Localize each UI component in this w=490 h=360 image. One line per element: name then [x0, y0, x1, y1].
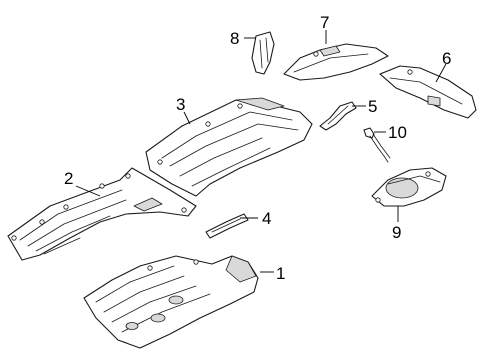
callout-5: 5 — [368, 97, 377, 116]
part-9-round-cover — [371, 167, 447, 207]
part-1-rear-lower-shield — [83, 255, 259, 349]
callouts: 1 2 3 4 5 6 7 8 9 10 — [64, 13, 451, 283]
leader-lines — [75, 30, 447, 273]
callout-7: 7 — [320, 13, 329, 32]
callout-9: 9 — [392, 223, 401, 242]
callout-10: 10 — [388, 123, 407, 142]
part-2-underbody-panel — [7, 167, 197, 261]
callout-6: 6 — [442, 49, 451, 68]
leader-3 — [183, 111, 191, 125]
part-7-upper-rear-panel — [283, 43, 389, 81]
callout-1: 1 — [276, 264, 285, 283]
part-5-bracket — [319, 101, 357, 131]
callout-3: 3 — [176, 95, 185, 114]
part-8-vertical-bracket — [251, 31, 275, 75]
leader-2 — [75, 185, 101, 197]
callout-2: 2 — [64, 169, 73, 188]
callout-4: 4 — [262, 209, 271, 228]
part-10-rod — [363, 127, 391, 163]
part-4-bracket — [205, 213, 249, 239]
part-6-right-rear-panel — [379, 65, 477, 119]
leader-6 — [435, 63, 447, 83]
callout-8: 8 — [230, 29, 239, 48]
part-3-center-floor-panel — [145, 97, 313, 197]
